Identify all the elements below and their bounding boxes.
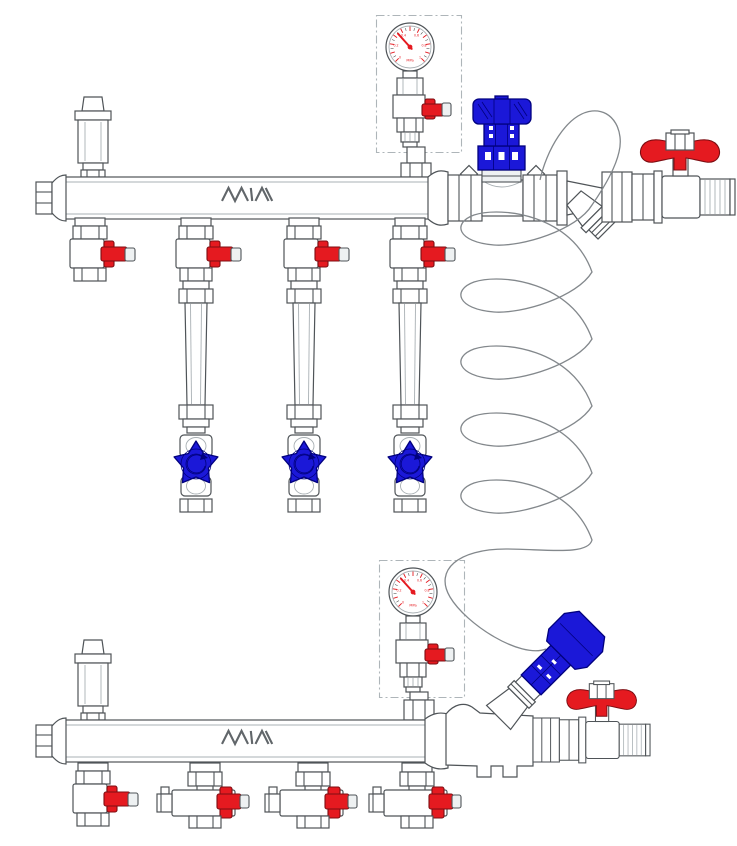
pressure-gauge-assembly	[375, 14, 463, 154]
outlet-drain-valve-3	[283, 217, 350, 282]
bottom-manifold-assembly	[35, 559, 466, 829]
flow-valve-pipe-2	[281, 280, 327, 513]
end-cap	[35, 724, 53, 758]
air-vent-valve	[74, 639, 112, 721]
bottom-right-assembly	[424, 610, 651, 778]
angled-balancing-valve	[485, 610, 606, 731]
valve-handle	[472, 98, 532, 125]
pipe-flare	[424, 712, 449, 770]
cross-outlet-valve-2	[156, 762, 250, 829]
cross-outlet-valve-3	[264, 762, 358, 829]
outlet-drain-valve-4	[389, 217, 456, 282]
straight-balancing-valve	[472, 95, 532, 183]
outlet-drain-valve-1	[69, 217, 136, 282]
capillary-tube-coil	[444, 110, 621, 652]
end-cap	[35, 181, 53, 215]
cross-outlet-valve-4	[368, 762, 462, 829]
outlet-drain-valve-1	[72, 762, 139, 827]
valve-knob	[545, 610, 606, 671]
flow-valve-pipe-1	[173, 280, 219, 513]
red-ball-valve-bottom	[532, 680, 651, 764]
outlet-drain-valve-2	[175, 217, 242, 282]
pipe-flare	[427, 170, 449, 226]
top-manifold-assembly	[35, 14, 736, 282]
air-vent-valve	[74, 96, 112, 178]
flow-valve-pipe-3	[387, 280, 433, 513]
manifold-body	[63, 719, 427, 763]
red-ball-valve-top	[601, 129, 736, 224]
pressure-gauge-assembly	[378, 559, 466, 699]
